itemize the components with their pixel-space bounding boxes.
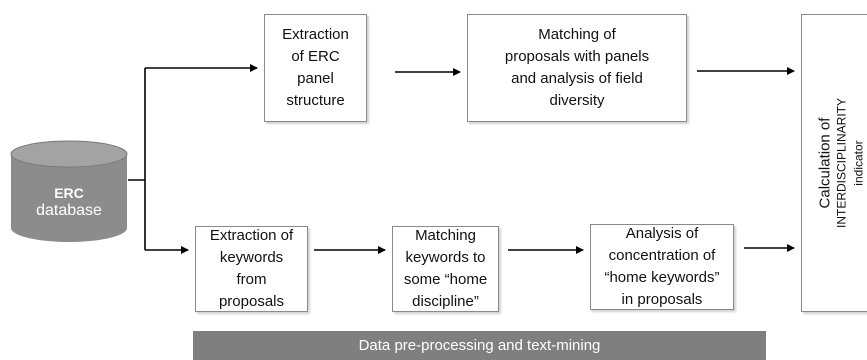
home-discipline-matching-box: Matching keywords to some “home discipli… — [392, 226, 499, 312]
home-keyword-concentration-box: Analysis of concentration of “home keywo… — [590, 224, 734, 310]
indicator-name: INTERDISCIPLINARITY indicator — [834, 97, 865, 229]
database-cylinder-icon: ERC database — [10, 140, 128, 244]
database-label-line2: database — [36, 202, 102, 219]
erc-panel-extraction-text: Extraction of ERC panel structure — [282, 26, 349, 109]
database-top — [10, 140, 128, 168]
proposal-panel-matching-text: Matching of proposals with panels and an… — [504, 26, 650, 109]
keyword-extraction-text: Extraction of keywords from proposals — [209, 227, 294, 310]
home-keyword-concentration-text: Analysis of concentration of “home keywo… — [604, 225, 720, 308]
home-discipline-matching-text: Matching keywords to some “home discipli… — [403, 227, 488, 310]
calculation-title: Calculation of — [816, 117, 833, 209]
keyword-extraction-box: Extraction of keywords from proposals — [195, 226, 308, 312]
preprocessing-caption-bar: Data pre-processing and text-mining — [193, 331, 766, 360]
interdisciplinarity-calculation-box: Calculation of INTERDISCIPLINARITY indic… — [801, 14, 867, 312]
interdisciplinarity-calculation-text: Calculation of INTERDISCIPLINARITY indic… — [816, 98, 867, 228]
database-body — [11, 154, 127, 242]
proposal-panel-matching-box: Matching of proposals with panels and an… — [467, 14, 687, 122]
erc-panel-extraction-box: Extraction of ERC panel structure — [264, 14, 367, 122]
database-label-line1: ERC — [54, 185, 84, 201]
database-shape — [10, 140, 128, 242]
database-label: ERC database — [10, 184, 128, 220]
